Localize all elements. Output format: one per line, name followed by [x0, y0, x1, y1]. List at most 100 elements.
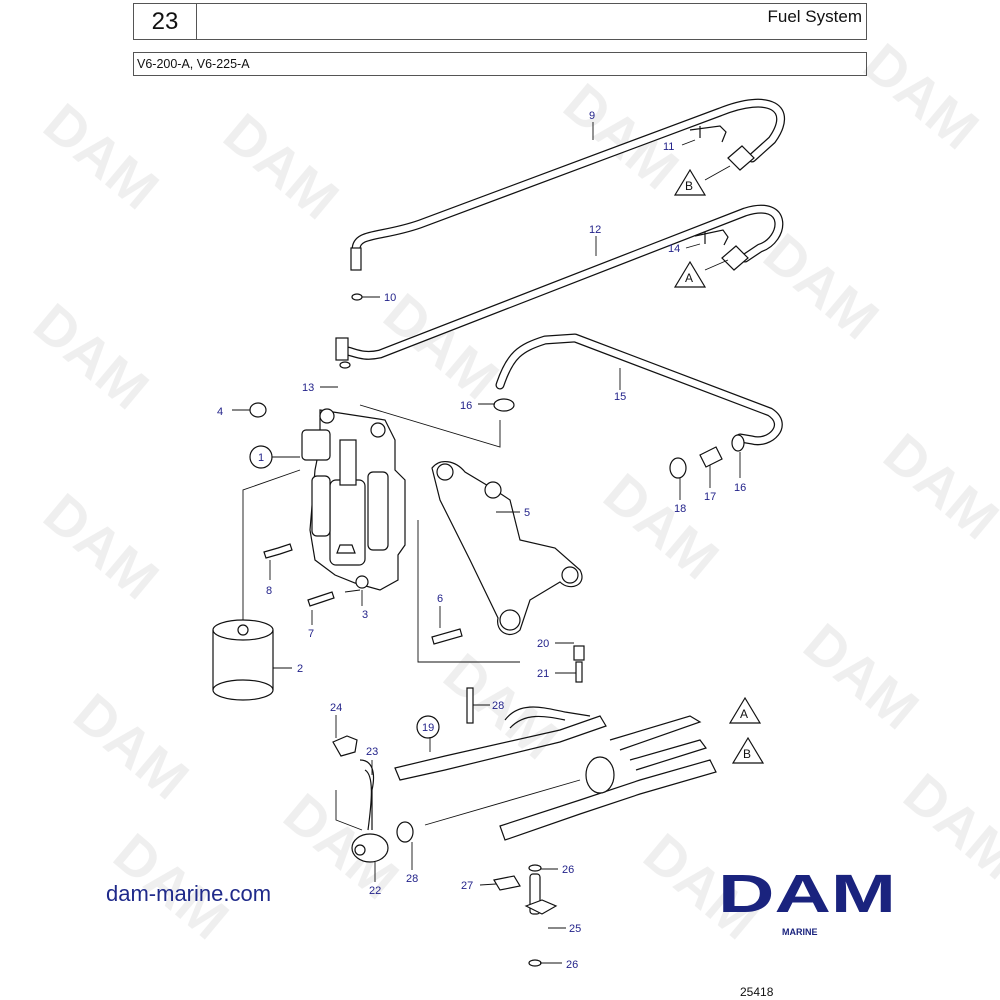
plug-4 [249, 402, 267, 418]
bracket-5 [431, 461, 583, 645]
section-number: 23 [151, 7, 179, 35]
callout-4: 4 [217, 406, 223, 418]
model-list: V6-200-A, V6-225-A [137, 57, 250, 71]
watermark: DAM [32, 91, 170, 221]
callout-20: 20 [537, 638, 549, 650]
page-title: Fuel System [767, 7, 862, 26]
callout-circle [249, 445, 273, 469]
callout-11: 11 [663, 141, 674, 153]
o-ring-13 [339, 361, 351, 369]
fuel-hose-12 [335, 204, 784, 361]
callout-9: 9 [589, 110, 595, 122]
reference-letter: A [685, 271, 693, 285]
callout-28: 28 [406, 873, 418, 885]
fuel-hose-9 [350, 98, 786, 271]
callout-24: 24 [330, 702, 342, 714]
callout-14: 14 [668, 243, 680, 255]
clip-27 [493, 875, 521, 891]
title-box: Fuel System [196, 3, 867, 40]
fuel-rail-assembly [394, 645, 717, 967]
website-link[interactable]: dam-marine.com [106, 881, 272, 906]
reference-triangle-b [673, 168, 707, 196]
fuel-pump-assembly [249, 293, 406, 607]
callout-circle [416, 715, 440, 739]
o-ring-26 [528, 959, 542, 967]
hose-clamp-16 [493, 398, 515, 412]
bracket-hole [561, 566, 579, 584]
logo-text: DAM [718, 864, 896, 924]
seal-28 [396, 821, 414, 843]
callout-28: 28 [492, 700, 504, 712]
mounting-boss [319, 408, 335, 424]
quick-connector [727, 145, 755, 171]
o-ring-10 [351, 293, 363, 301]
callout-7: 7 [308, 628, 314, 640]
figure-number: 25418 [740, 985, 774, 999]
pump-fitting [339, 439, 357, 486]
bracket-hole [436, 463, 454, 481]
quick-connector [721, 245, 749, 271]
callout-16: 16 [460, 400, 472, 412]
clip-14 [694, 229, 729, 246]
watermark: DAM [552, 71, 690, 201]
callout-2: 2 [297, 663, 303, 675]
model-box: V6-200-A, V6-225-A [133, 52, 867, 76]
logo-subtext: MARINE [782, 927, 818, 937]
section-number-box: 23 [133, 3, 197, 40]
watermark: DAM [792, 611, 930, 741]
callout-6: 6 [437, 593, 443, 605]
reference-triangle-a [728, 696, 762, 724]
pump-base [336, 544, 356, 554]
callout-13: 13 [302, 382, 314, 394]
hose-end-fitting [350, 247, 362, 271]
callout-26: 26 [562, 864, 574, 876]
bracket-hole [484, 481, 502, 499]
rail-fitting [585, 756, 615, 794]
leader-lines [232, 122, 741, 964]
callout-3: 3 [362, 609, 368, 621]
watermark-layer: DAM DAM DAM DAM DAM DAM DAM DAM DAM DAM … [22, 31, 1000, 951]
cap-20 [573, 645, 585, 661]
nut-3 [355, 575, 369, 589]
reference-triangle-b [731, 736, 765, 764]
bolt-7 [307, 591, 335, 607]
hose-23 [359, 759, 375, 831]
watermark: DAM [212, 101, 350, 231]
callout-21: 21 [537, 668, 549, 680]
watermark: DAM [892, 761, 1000, 891]
callout-22: 22 [369, 885, 381, 897]
o-ring-26 [528, 864, 542, 872]
stud-28 [466, 687, 474, 724]
fitting-17 [699, 446, 723, 468]
reference-letter: B [743, 747, 751, 761]
reference-letter: A [740, 707, 748, 721]
nut-18 [669, 457, 687, 479]
callout-8: 8 [266, 585, 272, 597]
callout-19: 19 [422, 722, 434, 734]
callout-26: 26 [566, 959, 578, 971]
bolt-8 [263, 543, 293, 559]
callout-12: 12 [589, 224, 601, 236]
callout-23: 23 [366, 746, 378, 758]
fuel-hose-15 [493, 333, 783, 479]
watermark: DAM [852, 31, 990, 161]
callout-18: 18 [674, 503, 686, 515]
callout-1: 1 [258, 452, 264, 464]
valve-21 [575, 661, 583, 683]
reference-triangle-a [673, 260, 707, 288]
callout-25: 25 [569, 923, 581, 935]
callout-10: 10 [384, 292, 396, 304]
callout-16: 16 [734, 482, 746, 494]
watermark: DAM [62, 681, 200, 811]
callout-5: 5 [524, 507, 530, 519]
filter-head [301, 429, 331, 461]
fuel-filter-2 [212, 619, 274, 701]
watermark: DAM [32, 481, 170, 611]
bracket-hole [499, 609, 521, 631]
hose-clamp-16 [731, 434, 745, 452]
watermark: DAM [272, 781, 410, 911]
pressure-regulator-assembly [332, 735, 414, 863]
regulator-22 [351, 833, 389, 863]
sensor-24 [332, 735, 358, 757]
